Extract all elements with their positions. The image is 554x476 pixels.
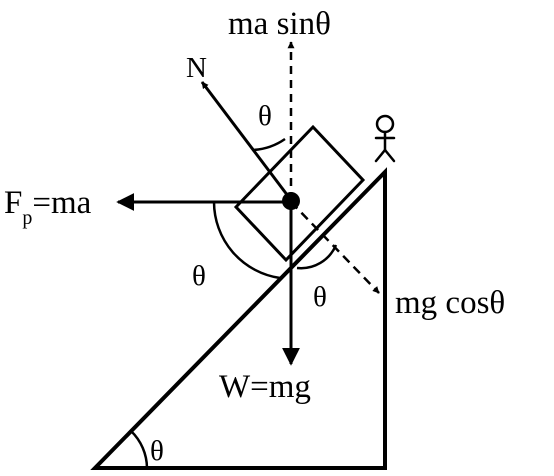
normal-force-arrow <box>200 81 293 201</box>
ma-sin-label: ma sinθ <box>228 6 331 42</box>
normal-force-label: N <box>186 52 207 84</box>
mg-cos-label: mg cosθ <box>395 285 505 321</box>
pseudo-force-label: Fp=ma <box>4 185 92 229</box>
top-angle-arc <box>252 137 286 152</box>
pseudo-force-subscript: p <box>22 207 32 229</box>
center-of-mass-dot <box>282 192 300 210</box>
inclined-plane <box>90 167 387 470</box>
theta-left-label: θ <box>192 260 206 292</box>
left-angle-arc <box>212 201 281 280</box>
theta-top-label: θ <box>258 100 272 132</box>
theta-base-label: θ <box>150 435 164 467</box>
base-angle-arc <box>130 430 149 469</box>
pseudo-force-symbol: F <box>4 185 22 221</box>
observer-icon <box>374 114 396 163</box>
pseudo-force-value: =ma <box>32 185 91 221</box>
block <box>233 124 366 263</box>
weight-label: W=mg <box>219 369 311 405</box>
right-angle-arc <box>296 244 338 270</box>
theta-right-label: θ <box>313 281 327 313</box>
